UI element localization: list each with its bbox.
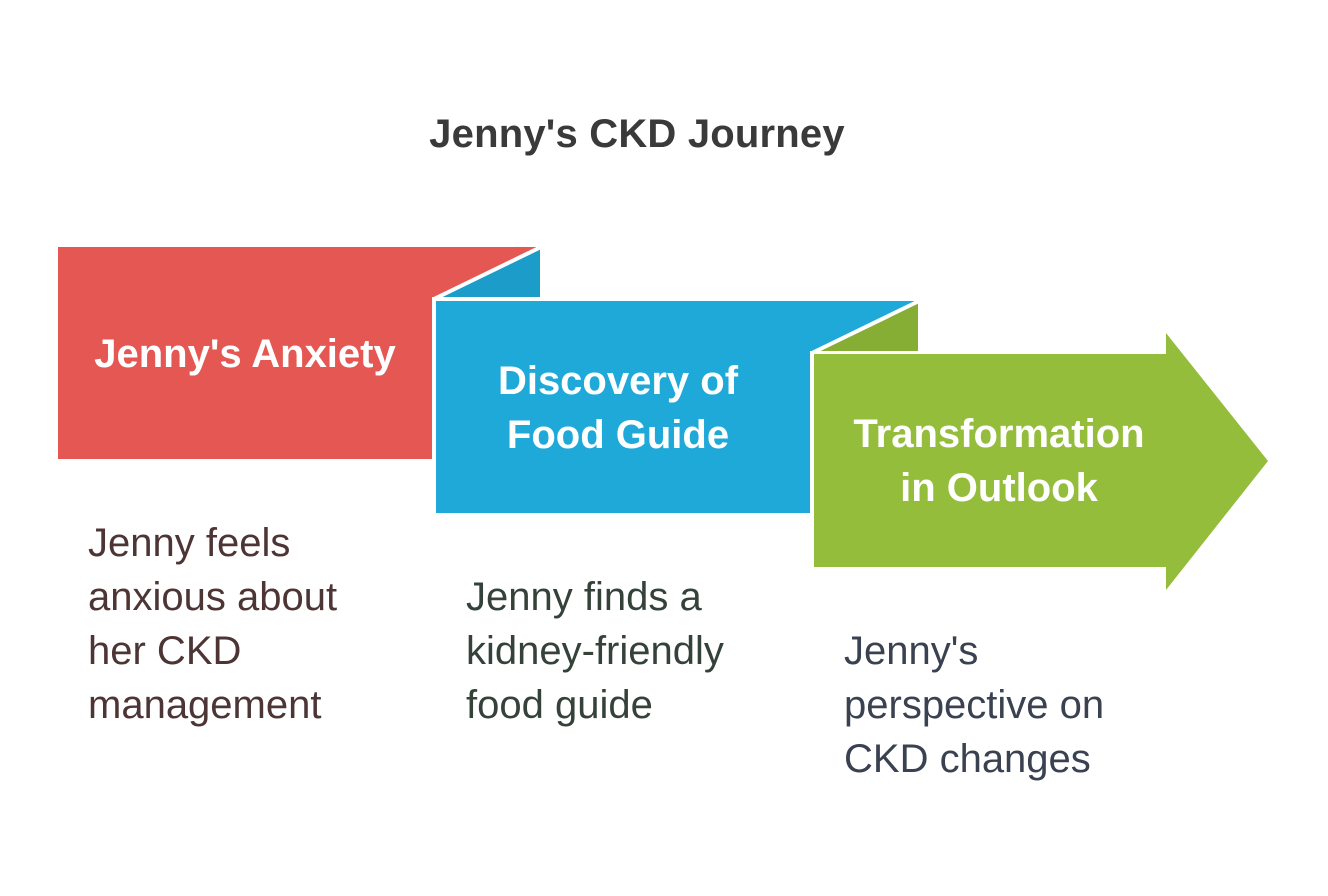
stage-2-block: [436, 301, 916, 513]
stage-1-label: Jenny's Anxiety: [94, 332, 396, 376]
stage-3-description: Jenny's perspective on CKD changes: [844, 629, 1105, 781]
stage-1-block: [58, 247, 540, 459]
stage-3-label: Transformation in Outlook: [853, 412, 1145, 510]
stage-2-label: Discovery of Food Guide: [497, 359, 739, 457]
stage-1-description: Jenny feels anxious about her CKD manage…: [88, 521, 338, 727]
stage-3-separator: [811, 299, 920, 355]
stage-2-separator: [433, 245, 542, 301]
stage-2-description: Jenny finds a kidney-friendly food guide: [466, 575, 724, 727]
stage-3-arrow: [814, 333, 1268, 590]
diagram-title: Jenny's CKD Journey: [429, 112, 845, 156]
